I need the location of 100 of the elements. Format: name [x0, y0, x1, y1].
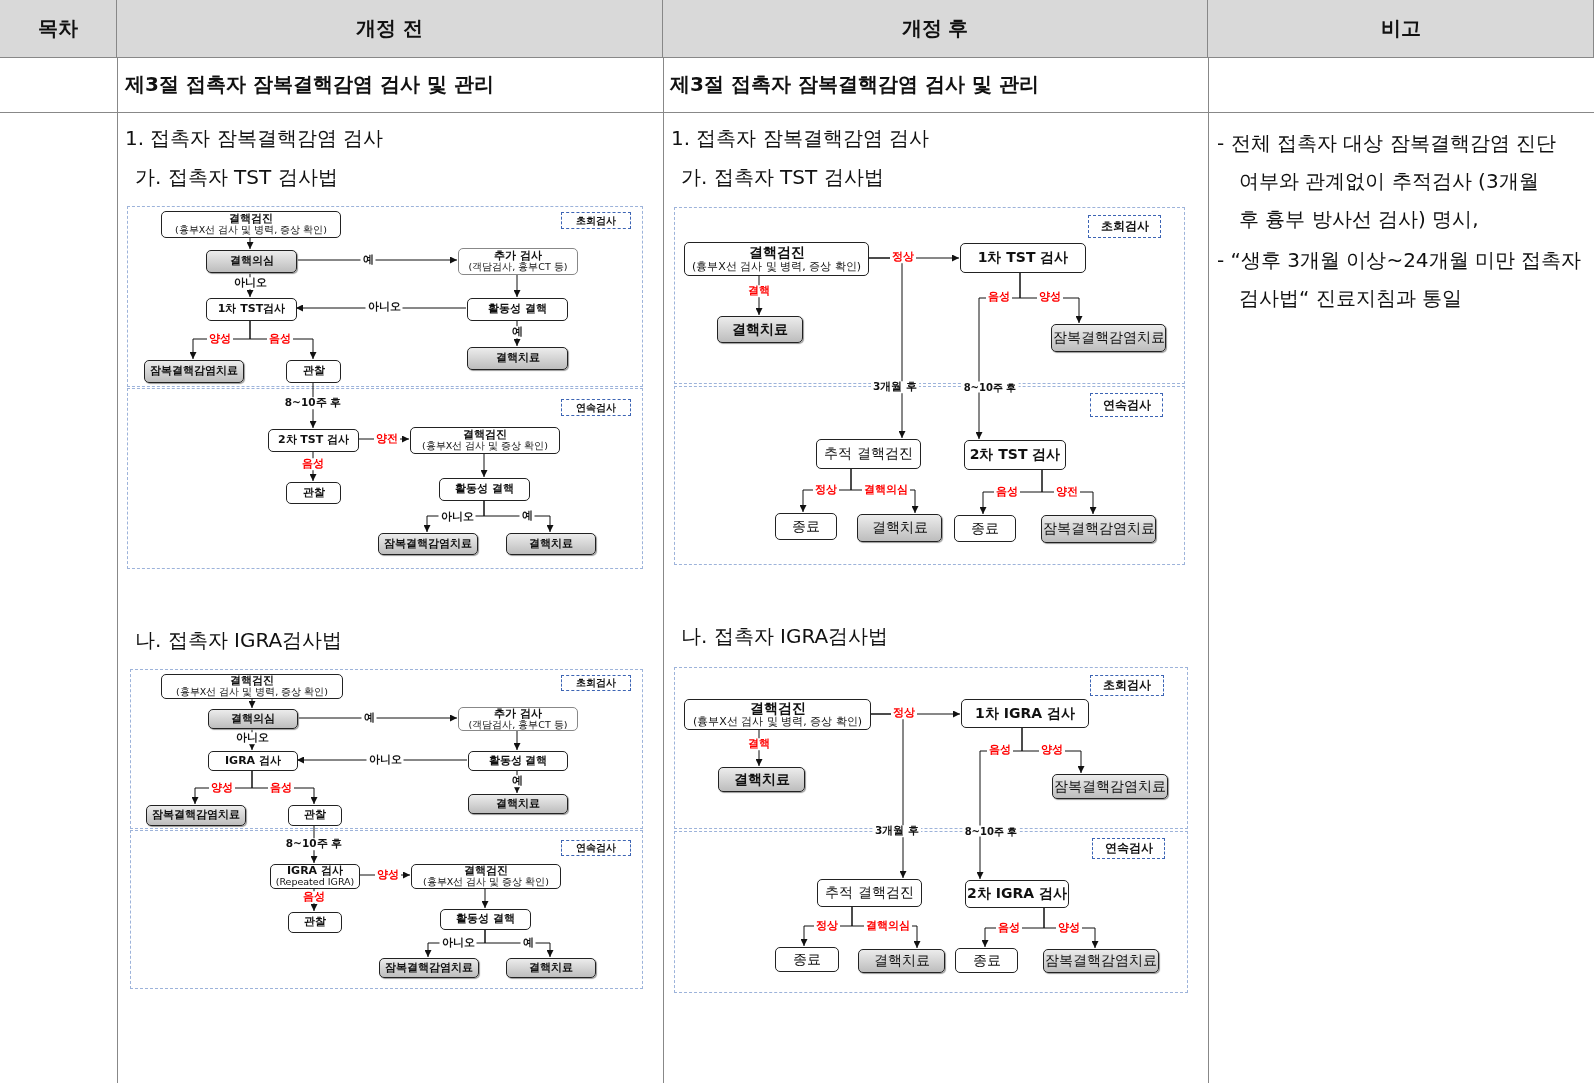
process-box	[161, 674, 343, 699]
edge-label: 정상	[890, 251, 916, 263]
node-label: 잠복결핵감염치료	[1042, 521, 1155, 537]
edge-label: 양전	[374, 433, 400, 445]
process-box	[458, 248, 578, 275]
node-label: 추적 결핵검진	[824, 446, 913, 462]
edge-label: 예	[519, 510, 535, 522]
node-label: 활동성 결핵	[455, 483, 514, 496]
node-label: 관찰	[304, 916, 326, 929]
note-text: - “생후 3개월 이상~24개월 미만 접촉자 검사법“ 진료지침과 통일	[1217, 247, 1583, 312]
node-label: 결핵검진	[749, 700, 806, 717]
process-box	[206, 298, 297, 321]
process-box	[965, 880, 1069, 908]
edge-label: 3개월 후	[871, 381, 919, 393]
process-box	[458, 707, 578, 731]
section-tag: 초회검사	[561, 212, 631, 229]
node-label: 2차 IGRA 검사	[967, 886, 1067, 902]
edge-label: 결핵	[746, 738, 772, 750]
node-label: 2차 TST 검사	[969, 447, 1061, 463]
node-label: 잠복결핵감염치료	[1054, 778, 1166, 795]
edge-label: 아니오	[233, 732, 271, 744]
section-tag: 연속검사	[1092, 838, 1165, 859]
edge-label: 정상	[813, 484, 839, 496]
arrow	[248, 697, 256, 709]
node-label: 활동성 결핵	[488, 754, 548, 768]
node-label: IGRA 검사	[225, 754, 281, 768]
heading-text: 1. 접촉자 잠복결핵감염 검사	[671, 125, 930, 152]
edge-label: 정상	[891, 707, 917, 719]
arrow	[481, 887, 489, 909]
process-box	[379, 958, 479, 978]
process-box	[506, 533, 596, 555]
node-label: 결핵치료	[529, 961, 573, 975]
node-subtext: (객담검사, 흉부CT 등)	[468, 719, 568, 731]
node-subtext: (흉부X선 검사 및 병력, 증상 확인)	[691, 260, 862, 273]
node-label: 2차 TST 검사	[277, 434, 350, 447]
section-tag: 초회검사	[561, 675, 631, 691]
column-header: 목차	[0, 0, 117, 58]
process-box	[208, 709, 298, 729]
arrow	[480, 452, 488, 478]
edge-label: 결핵의심	[862, 484, 910, 496]
process-box	[468, 794, 568, 814]
node-label: 잠복결핵감염치료	[385, 961, 473, 975]
edge-label: 8~10주 후	[283, 838, 345, 850]
node-label: 결핵검진	[464, 865, 508, 878]
node-label: 관찰	[302, 486, 325, 500]
column-header: 개정 전	[117, 0, 663, 58]
edge-label: 양성	[1056, 922, 1082, 934]
node-label: 관찰	[302, 365, 325, 378]
arrow	[295, 256, 458, 264]
node-label: 잠복결핵감염치료	[152, 809, 240, 822]
edge-label: 아니오	[438, 511, 476, 523]
edge-label: 아니오	[365, 301, 403, 313]
edge-label: 음성	[268, 782, 294, 794]
process-box	[439, 478, 530, 501]
node-label: 잠복결핵감염치료	[150, 365, 238, 378]
edge-label: 양성	[209, 782, 235, 794]
process-box	[816, 439, 921, 469]
section-tag: 초회검사	[1090, 675, 1164, 696]
section-heading: 제3절 접촉자 잠복결핵감염 검사 및 관리	[670, 71, 1039, 98]
node-label: 활동성 결핵	[488, 303, 547, 316]
process-box	[684, 242, 869, 276]
edge-label: 예	[360, 254, 376, 266]
node-subtext: (흉부X선 검사 및 증상 확인)	[422, 441, 548, 452]
node-subtext: (흉부X선 검사 및 병력, 증상 확인)	[175, 687, 328, 698]
node-label: 추가 검사	[494, 250, 542, 263]
process-box	[288, 805, 342, 826]
edge-label: 정상	[814, 920, 840, 932]
node-label: 1차 TST검사	[217, 303, 286, 316]
process-box	[467, 298, 568, 321]
node-label: 1차 TST 검사	[977, 250, 1069, 266]
node-label: 결핵치료	[495, 352, 540, 365]
node-label: 결핵치료	[496, 797, 540, 811]
section-heading: 제3절 접촉자 잠복결핵감염 검사 및 관리	[125, 71, 494, 98]
process-box	[208, 751, 298, 771]
heading-text: 나. 접촉자 IGRA검사법	[135, 627, 343, 654]
process-box	[1051, 324, 1166, 352]
node-label: 추가 검사	[494, 707, 542, 720]
line-label: 8~10주 후	[961, 381, 1019, 393]
node-label: 활동성 결핵	[456, 913, 515, 926]
edge-label: 음성	[986, 291, 1012, 303]
heading-text: 가. 접촉자 TST 검사법	[681, 164, 884, 191]
column-header: 개정 후	[663, 0, 1208, 58]
section-tag: 연속검사	[561, 840, 631, 856]
node-label: IGRA 검사	[287, 865, 343, 878]
column-header: 비고	[1208, 0, 1594, 58]
node-label: 결핵검진	[748, 245, 805, 261]
process-box	[161, 211, 341, 238]
node-label: 1차 IGRA 검사	[975, 705, 1075, 722]
node-label: 종료	[792, 518, 820, 535]
edge-label: 예	[509, 326, 525, 338]
node-label: 관찰	[304, 809, 326, 822]
node-label: 추적 결핵검진	[825, 885, 914, 901]
dashed-panel	[127, 206, 643, 387]
node-label: 결핵치료	[871, 520, 928, 536]
edge-label: 양전	[1054, 486, 1080, 498]
node-subtext: (객담검사, 흉부CT 등)	[468, 262, 568, 273]
edge-label: 양성	[1037, 291, 1063, 303]
edge-label: 음성	[300, 458, 326, 470]
process-box	[960, 243, 1086, 273]
edge-label: 3개월 후	[873, 825, 921, 837]
